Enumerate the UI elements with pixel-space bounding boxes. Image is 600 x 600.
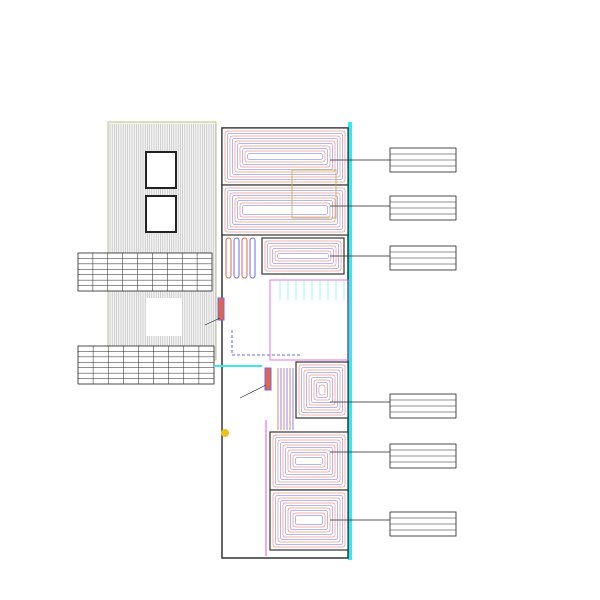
room-zone-4 bbox=[295, 361, 349, 419]
heating-pipe-loop bbox=[224, 187, 346, 233]
heating-pipe-loop bbox=[303, 369, 341, 411]
heating-pipe-loop bbox=[244, 150, 326, 163]
heating-pipe-loop bbox=[292, 512, 326, 528]
heating-pipe-loop bbox=[242, 205, 328, 215]
heating-pipe-loop bbox=[229, 192, 341, 228]
furniture-outline bbox=[291, 169, 337, 219]
heating-pipe-loop bbox=[298, 364, 346, 416]
manifold-leader bbox=[239, 384, 267, 399]
room-zone-5 bbox=[269, 431, 349, 491]
pipe-run bbox=[233, 237, 240, 279]
heating-pipe-loop bbox=[277, 439, 341, 483]
stair-area bbox=[269, 279, 349, 361]
exterior-wall bbox=[348, 122, 352, 560]
heating-pipe-loop bbox=[277, 253, 329, 259]
room-zone-1 bbox=[221, 127, 349, 186]
heating-pipe-loop bbox=[224, 130, 346, 183]
heating-pipe-loop bbox=[227, 133, 343, 180]
legend-table bbox=[77, 345, 215, 385]
heating-pipe-loop bbox=[301, 367, 343, 413]
heating-pipe-loop bbox=[318, 384, 326, 396]
heating-pipe-loop bbox=[316, 382, 328, 398]
heating-pipe-loop bbox=[287, 449, 331, 473]
manifold-leader bbox=[204, 317, 221, 326]
pipe-run bbox=[225, 237, 232, 279]
heating-pipe-loop bbox=[234, 197, 336, 223]
heated-rooms bbox=[214, 122, 352, 560]
heating-pipe-loop bbox=[290, 452, 328, 470]
heating-pipe-loop bbox=[290, 510, 328, 530]
heating-pipe-loop bbox=[232, 195, 338, 225]
pipe-run bbox=[241, 237, 248, 279]
legend-tables bbox=[77, 252, 215, 385]
heating-pipe-loop bbox=[272, 434, 346, 488]
level-marker bbox=[221, 429, 229, 437]
heating-pipe-loop bbox=[237, 143, 333, 170]
room-zone-2 bbox=[221, 184, 349, 236]
heating-pipe-loop bbox=[295, 515, 323, 525]
heating-pipe-loop bbox=[313, 379, 331, 401]
heating-pipe-loop bbox=[242, 148, 328, 165]
return-dashed-pipe bbox=[231, 330, 300, 356]
terrace-deck bbox=[107, 121, 217, 361]
pipe-run bbox=[249, 237, 256, 279]
heating-pipe-loop bbox=[239, 202, 331, 218]
heating-pipe-loop bbox=[285, 447, 333, 475]
heating-pipe-loop bbox=[227, 190, 343, 230]
heating-pipe-loop bbox=[275, 437, 343, 485]
manifolds bbox=[204, 297, 272, 399]
manifold bbox=[217, 297, 225, 321]
heating-pipe-loop bbox=[292, 454, 326, 468]
skylight bbox=[145, 195, 177, 233]
heating-pipe-loop bbox=[239, 145, 331, 168]
manifold bbox=[264, 367, 272, 391]
heating-pipe-loop bbox=[234, 140, 336, 173]
heating-pipe-loop bbox=[311, 377, 333, 403]
room-callouts bbox=[330, 147, 457, 537]
legend-table bbox=[77, 252, 213, 292]
heating-pipe-loop bbox=[237, 200, 333, 220]
heating-pipe-loop bbox=[282, 444, 336, 478]
heating-pipe-loop bbox=[308, 374, 336, 406]
heating-pipe-loop bbox=[232, 138, 338, 175]
heating-pipe-loop bbox=[306, 372, 338, 408]
heating-pipe-loop bbox=[280, 442, 338, 480]
heating-pipe-loop bbox=[247, 153, 323, 160]
heating-pipe-loop bbox=[295, 457, 323, 465]
skylight bbox=[145, 151, 177, 189]
heating-pipe-loop bbox=[229, 135, 341, 178]
deck-opening bbox=[146, 298, 182, 336]
